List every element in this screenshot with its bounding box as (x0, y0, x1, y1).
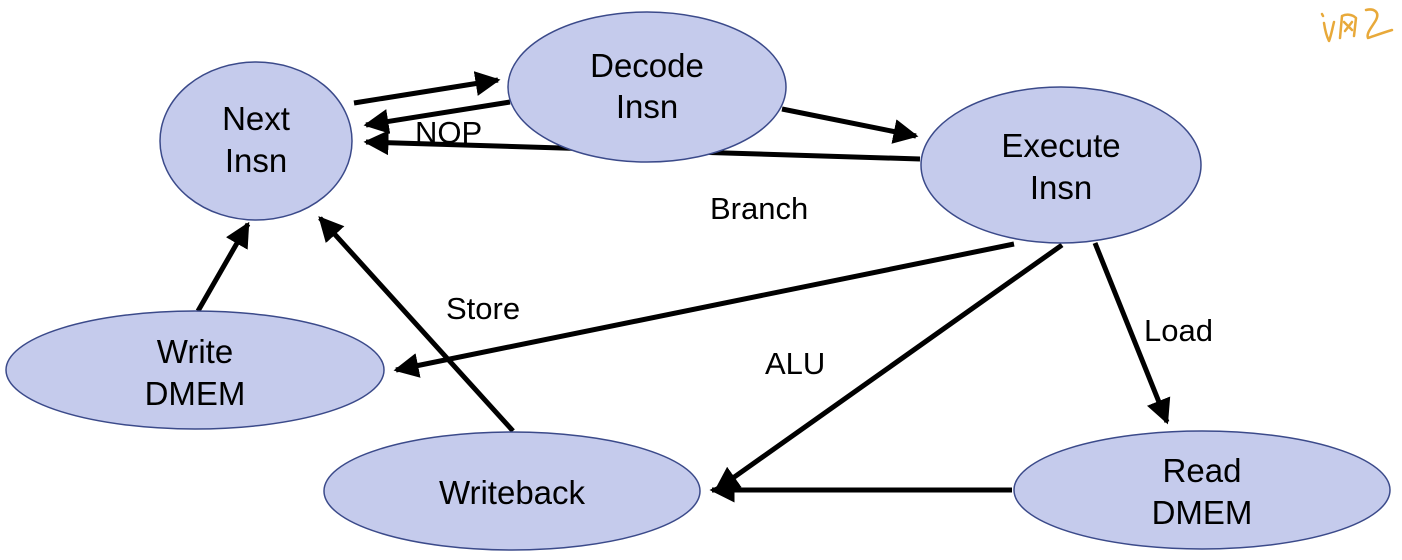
node-write-dmem-line1: Write (157, 333, 233, 370)
edge-label-branch: Branch (710, 191, 808, 226)
node-decode-insn: Decode Insn (507, 11, 787, 163)
node-execute-insn-line2: Insn (1030, 169, 1092, 206)
edge-decode-to-execute (781, 106, 919, 144)
node-next-insn-line2: Insn (225, 142, 287, 179)
node-next-insn: Next Insn (159, 61, 353, 221)
node-read-dmem-line1: Read (1163, 452, 1242, 489)
node-writeback-line1: Writeback (439, 474, 586, 511)
node-next-insn-line1: Next (222, 100, 290, 137)
node-execute-insn: Execute Insn (920, 86, 1202, 244)
edge-label-load: Load (1144, 313, 1213, 348)
node-read-dmem: Read DMEM (1013, 430, 1391, 550)
edge-writeback-to-next (318, 216, 515, 433)
node-decode-insn-line1: Decode (590, 47, 704, 84)
edge-write-dmem-to-next (195, 221, 251, 313)
edge-label-store: Store (446, 291, 520, 326)
node-writeback: Writeback (323, 431, 701, 551)
edge-execute-to-writeback-alu (713, 242, 1064, 493)
node-write-dmem-line2: DMEM (145, 375, 246, 412)
edge-decode-to-next-nop (363, 99, 511, 134)
node-read-dmem-line2: DMEM (1152, 494, 1253, 531)
edge-next-to-decode (353, 71, 501, 106)
edge-label-alu: ALU (765, 346, 825, 381)
node-decode-insn-line2: Insn (616, 88, 678, 125)
edge-execute-to-read-dmem-load (1092, 242, 1171, 425)
handwritten-annotation (1320, 8, 1394, 43)
node-execute-insn-line1: Execute (1001, 127, 1120, 164)
node-write-dmem: Write DMEM (5, 310, 385, 430)
edge-label-nop: NOP (415, 115, 482, 150)
edge-execute-to-write-dmem-store (393, 241, 1015, 378)
